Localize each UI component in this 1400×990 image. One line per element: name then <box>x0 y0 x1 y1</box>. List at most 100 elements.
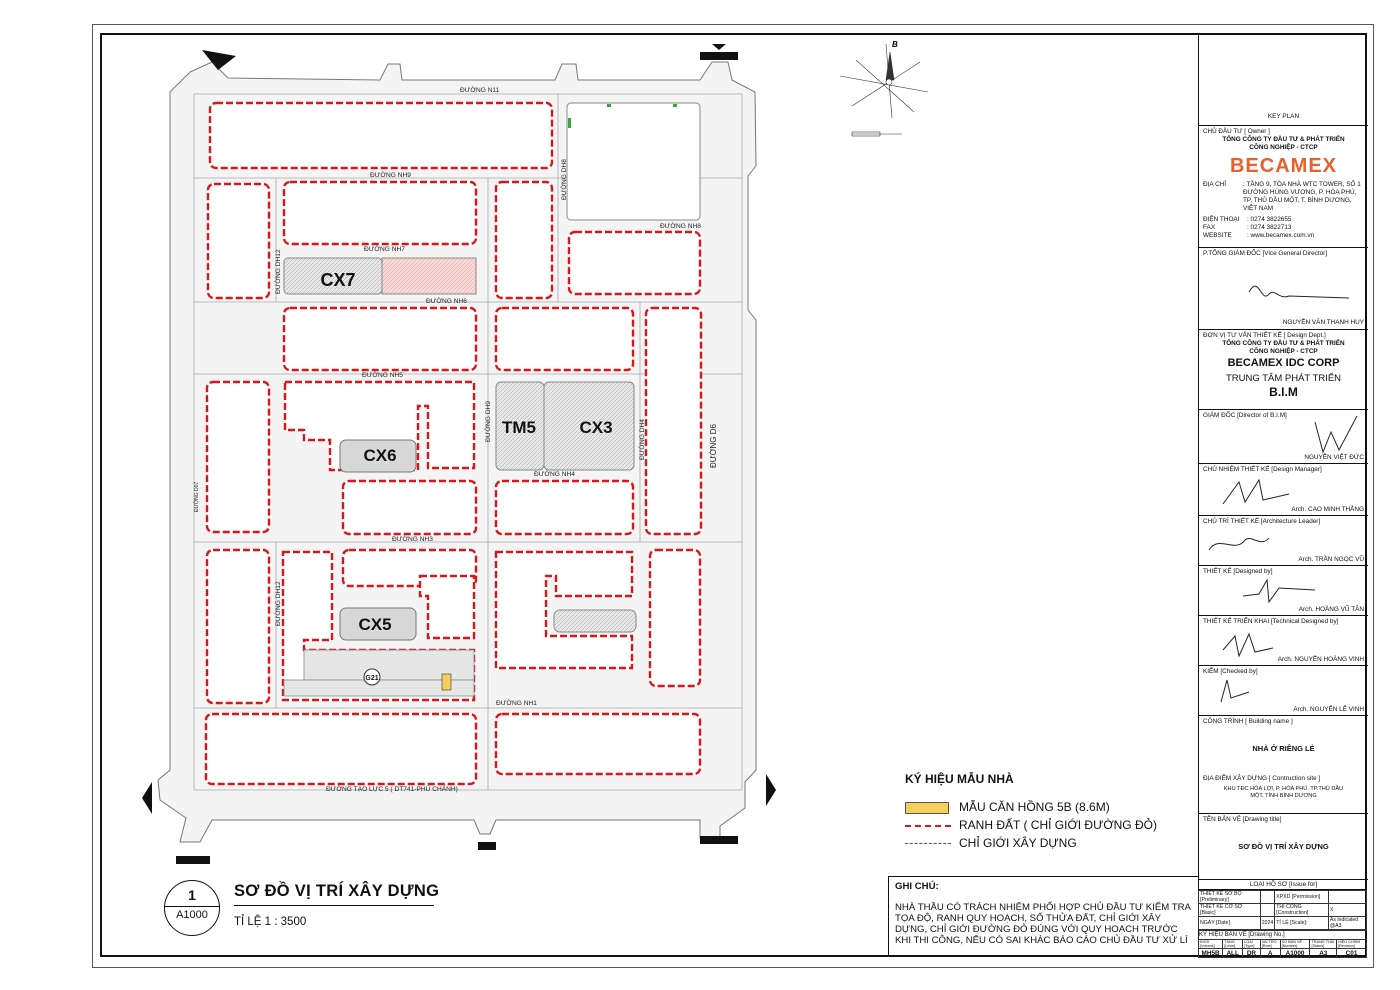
block <box>648 548 702 688</box>
legend-item-unit: MẪU CĂN HỒNG 5B (8.6M) <box>905 800 1110 814</box>
drawing-title-underline <box>234 905 434 906</box>
block <box>283 380 476 472</box>
drawing-title: SƠ ĐỒ VỊ TRÍ XÂY DỰNG <box>234 882 440 900</box>
design-section: ĐƠN VỊ TƯ VẤN THIẾT KẾ [ Design Dept.] T… <box>1199 329 1368 409</box>
drawing-sheet: A1000 <box>176 909 208 921</box>
issue-label: LOẠI HỒ SƠ [Issue for] <box>1199 879 1368 889</box>
signature-manager <box>1222 478 1290 505</box>
legend-item-boundary: RANH ĐẤT ( CHỈ GIỚI ĐƯỜNG ĐỎ) <box>905 818 1157 832</box>
row-houses <box>283 649 475 697</box>
building-section: CÔNG TRÌNH [ Building name ] NHÀ Ở RIÊNG… <box>1199 715 1368 773</box>
manager-section: CHỦ NHIỆM THIẾT KẾ [Design Manager] Arch… <box>1199 463 1368 515</box>
entrance-arrows <box>142 44 776 864</box>
design-label: ĐƠN VỊ TƯ VẤN THIẾT KẾ [ Design Dept.] <box>1203 332 1326 339</box>
block <box>494 180 554 300</box>
vgd-name: NGUYỄN VĂN THANH HUY <box>1282 319 1364 326</box>
drawing-frame <box>100 33 1367 957</box>
green-marks <box>568 104 677 128</box>
street-nh9: ĐƯỜNG NH9 <box>370 170 411 179</box>
street-nh4: ĐƯỜNG NH4 <box>534 469 575 478</box>
drawing-no-label: KÝ HIỆU BẢN VẼ [Drawing No.] <box>1198 930 1367 939</box>
street-dh12-bottom: ĐƯỜNG DH12 <box>273 581 282 626</box>
street-nh1: ĐƯỜNG NH1 <box>496 698 537 707</box>
design-owner: TỔNG CÔNG TY ĐẦU TƯ & PHÁT TRIỂN CÔNG NG… <box>1222 340 1345 355</box>
designer-name: Arch. HOÀNG VŨ TÂN <box>1298 606 1364 613</box>
legend-title: KÝ HIỆU MẪU NHÀ <box>905 772 1014 786</box>
designer-label: THIẾT KẾ [Designed by] <box>1203 568 1273 575</box>
address-row: ĐỊA CHỈ: TẦNG 9, TÒA NHÀ WTC TOWER, SỐ 1… <box>1203 180 1361 212</box>
vgd-label: P.TỔNG GIÁM ĐỐC [Vice General Director] <box>1203 250 1328 257</box>
issue-grid: THIẾT KẾ SƠ BỘ [Preliminary]XPXD [Permis… <box>1197 889 1368 958</box>
site-label: ĐỊA ĐIỂM XÂY DỰNG [ Contruction site ] <box>1203 775 1321 782</box>
zone-cx3 <box>543 381 635 471</box>
signature-check <box>1220 679 1250 703</box>
street-nh7: ĐƯỜNG NH7 <box>364 244 405 253</box>
street-dh9: ĐƯỜNG DH9 <box>483 401 492 442</box>
block <box>494 712 702 776</box>
block <box>644 306 703 536</box>
director-section: GIÁM ĐỐC [Director of B.I.M] NGUYỄN VIỆT… <box>1199 409 1368 463</box>
zone-cx6 <box>339 439 417 473</box>
signature-director <box>1314 415 1358 454</box>
block <box>206 182 271 300</box>
signature-leader <box>1208 537 1270 551</box>
signature-tech <box>1222 632 1274 658</box>
leader-label: CHỦ TRÌ THIẾT KẾ [Architecture Leader] <box>1203 518 1321 525</box>
title-section: TÊN BẢN VẼ [Drawing title] SƠ ĐỒ VỊ TRÍ … <box>1199 813 1368 875</box>
compass-label: B <box>892 40 898 49</box>
compass <box>839 43 929 137</box>
becamex-logo: BECAMEX <box>1229 154 1337 177</box>
drawing-bubble: 1 A1000 <box>164 880 220 936</box>
block <box>282 306 478 372</box>
director-label: GIÁM ĐỐC [Director of B.I.M] <box>1203 412 1287 419</box>
street-nh8: ĐƯỜNG NH8 <box>660 221 701 230</box>
notes-heading: GHI CHÚ: <box>895 881 939 892</box>
street-n11: ĐƯỜNG N11 <box>460 85 500 94</box>
design-corp: BECAMEX IDC CORP <box>1227 357 1340 369</box>
zone-cx7-pink <box>381 257 477 295</box>
block <box>418 574 476 640</box>
fax-row: FAX: 0274 3822713 <box>1203 223 1292 231</box>
drawing-number: 1 <box>188 887 196 903</box>
zone-label-cx3: CX3 <box>579 418 612 437</box>
street-nh5: ĐƯỜNG NH5 <box>362 370 403 379</box>
building-name: NHÀ Ở RIÊNG LẺ <box>1252 744 1315 753</box>
tech-section: THIẾT KẾ TRIỂN KHAI [Technical Designed … <box>1199 615 1368 665</box>
signature-designer <box>1242 578 1316 604</box>
legend: KÝ HIỆU MẪU NHÀ MẪU CĂN HỒNG 5B (8.6M) R… <box>905 772 1205 850</box>
site-name: KHU TĐC HÒA LỢI, P. HÒA PHÚ, TP.THỦ DẦU … <box>1223 786 1344 799</box>
leader-section: CHỦ TRÌ THIẾT KẾ [Architecture Leader] A… <box>1199 515 1368 565</box>
g21-marker <box>363 668 381 686</box>
tech-label: THIẾT KẾ TRIỂN KHAI [Technical Designed … <box>1203 618 1339 625</box>
director-name: NGUYỄN VIỆT ĐỨC <box>1304 454 1364 461</box>
block <box>208 101 554 170</box>
owner-label: CHỦ ĐẦU TƯ [ Owner ] <box>1203 128 1270 135</box>
code-table: KHỐI [Volume]TẦNG [Level]LOẠI [Type]VAI … <box>1197 939 1367 958</box>
street-dh12-top: ĐƯỜNG DH12 <box>273 249 282 294</box>
unit-5b-highlight <box>441 673 452 691</box>
design-center: TRUNG TÂM PHÁT TRIỂN <box>1225 372 1342 384</box>
web-row: WEBSITE: www.becamex.com.vn <box>1203 231 1315 239</box>
block <box>205 380 271 534</box>
block <box>494 550 634 670</box>
owner-name: TỔNG CÔNG TY ĐẦU TƯ & PHÁT TRIỂN CÔNG NG… <box>1222 135 1345 151</box>
legend-label: MẪU CĂN HỒNG 5B (8.6M) <box>959 800 1110 814</box>
legend-swatch-red-dashed <box>905 824 951 827</box>
sheet-outer-border <box>92 24 1374 968</box>
zone-small <box>553 609 637 633</box>
street-nh6: ĐƯỜNG NH6 <box>426 296 467 305</box>
legend-label: RANH ĐẤT ( CHỈ GIỚI ĐƯỜNG ĐỎ) <box>959 818 1157 832</box>
lot-empty <box>566 102 701 221</box>
manager-label: CHỦ NHIỆM THIẾT KẾ [Design Manager] <box>1203 466 1322 473</box>
block <box>494 306 635 372</box>
signature-vgd <box>1248 285 1350 299</box>
title-block: KEY PLAN CHỦ ĐẦU TƯ [ Owner ] TỔNG CÔNG … <box>1198 33 1368 957</box>
title-name: SƠ ĐỒ VỊ TRÍ XÂY DỰNG <box>1238 842 1329 851</box>
manager-name: Arch. CAO MINH THẮNG <box>1291 506 1364 513</box>
block <box>567 230 702 296</box>
vgd-section: P.TỔNG GIÁM ĐỐC [Vice General Director] … <box>1199 247 1368 329</box>
zone-label-g21: G21 <box>365 675 378 682</box>
legend-swatch-blue-dashed <box>905 843 951 845</box>
street-tao-luc: ĐƯỜNG TẠO LỰC 5 ( DT741-PHÚ CHÁNH) <box>326 784 458 793</box>
